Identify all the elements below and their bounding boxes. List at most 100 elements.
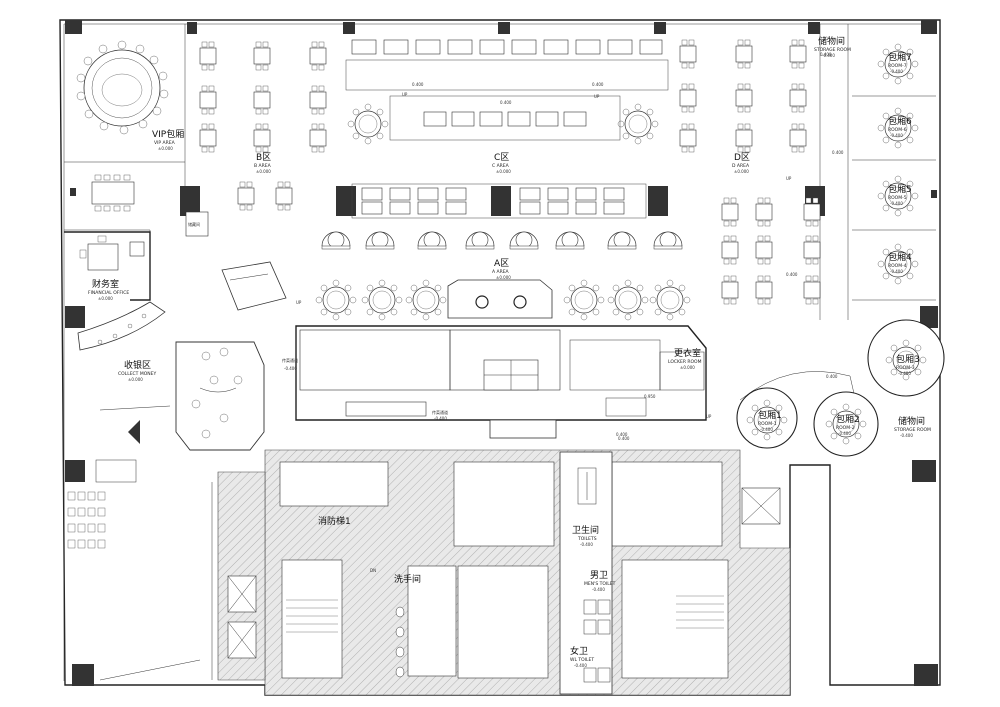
round-private-rooms: 包厢1 ROOM-1 -0.400 包厢2 ROOM-2 -0.400 包厢3 … — [736, 319, 945, 457]
service-core: 消防梯1 洗手间 DN — [217, 449, 791, 696]
c-area: 0.400 0.400 0.400 UP UP C区 C AREA ±0.000 — [345, 39, 669, 174]
a-area-elevation: ±0.000 — [496, 275, 511, 280]
storage-top-label-en: STORAGE ROOM — [814, 47, 851, 53]
room7-elevation: -0.400 — [890, 69, 903, 74]
locker-elevation: ±0.000 — [680, 365, 695, 370]
kitchen-a-elevation: -0.400 — [284, 366, 297, 371]
cashier-area: 收银区 COLLECT MONEY ±0.000 — [77, 261, 287, 451]
a-area-label-en: A AREA — [492, 269, 510, 275]
a-area-bar-seats — [361, 187, 625, 215]
d-area: D区 D AREA ±0.000 0.400 UP — [679, 39, 821, 305]
up-tag-3: UP — [786, 176, 792, 181]
mens-label-en: MEN'S TOILET — [584, 581, 616, 587]
c-area-top-booths — [351, 39, 663, 55]
up-tag-2: UP — [594, 94, 600, 99]
toilets-elevation: -0.400 — [580, 542, 593, 547]
vip-area: VIP包厢 VIP AREA ±0.000 — [64, 40, 185, 250]
financial-label-en: FINANCIAL OFFICE — [88, 290, 129, 296]
room4-label-en: ROOM-4 — [888, 263, 907, 269]
financial-label: 财务室 — [92, 278, 119, 290]
storage-top-elevation: -0.400 — [822, 53, 835, 58]
room4-label: 包厢4 — [888, 251, 912, 263]
kitchen-b-label: 传菜通道 — [432, 409, 448, 415]
dn-tag: DN — [370, 568, 376, 573]
entrance — [67, 405, 213, 681]
toilets-label-en: TOILETS — [577, 536, 597, 542]
up-tag-4: UP — [296, 300, 302, 305]
c-area-label-en: C AREA — [492, 163, 510, 169]
toilet-stalls — [395, 599, 611, 683]
a-area: A区 A AREA ±0.000 UP — [296, 183, 691, 321]
small-storage-label: 储藏间 — [188, 221, 200, 227]
room2-elevation: -0.400 — [838, 431, 851, 436]
room7-label: 包厢7 — [888, 51, 912, 63]
womens-elevation: -0.400 — [574, 663, 587, 668]
small-storage: 储藏间 — [185, 211, 209, 237]
d-area-lower-tables — [721, 197, 821, 305]
vip-elevation: ±0.000 — [158, 146, 173, 151]
exterior-walls — [59, 19, 941, 696]
locker-label-en: LOCKER ROOM — [668, 359, 702, 365]
d-area-label: D区 — [734, 152, 750, 163]
room4-elevation: -0.400 — [890, 269, 903, 274]
d-area-elevation: ±0.000 — [734, 169, 749, 174]
fire-stair-label: 消防梯1 — [318, 515, 351, 527]
round-elev: 0.400 — [826, 374, 838, 379]
stair-treads — [286, 595, 724, 633]
room3-elevation: -0.400 — [898, 371, 911, 376]
b-area-label-en: B AREA — [254, 163, 272, 169]
room6-label: 包厢6 — [888, 115, 912, 127]
room7-label-en: ROOM-7 — [888, 63, 907, 69]
vip-label: VIP包厢 — [152, 128, 184, 140]
elev-mark-8: 0.400 — [618, 436, 630, 441]
c-area-mid-tables — [423, 111, 587, 127]
room3-label-en: ROOM-3 — [896, 365, 915, 371]
room6-elevation: -0.400 — [890, 133, 903, 138]
waiting-chairs — [67, 491, 106, 549]
collect-elevation: ±0.000 — [128, 377, 143, 382]
kitchen-elev-2: 0.950 — [644, 394, 656, 399]
toilets-label: 卫生间 — [572, 524, 599, 536]
up-tag-1: UP — [402, 92, 408, 97]
mens-elevation: -0.400 — [592, 587, 605, 592]
c-elev-3: 0.400 — [592, 82, 604, 87]
d-area-label-en: D AREA — [732, 163, 750, 169]
toilets: 卫生间 TOILETS -0.400 男卫 MEN'S TOILET -0.40… — [395, 451, 616, 695]
private-rooms-column: 包厢7 ROOM-7 -0.400 包厢6 ROOM-6 -0.400 包厢5 … — [814, 35, 936, 301]
mens-label: 男卫 — [590, 570, 608, 581]
room5-label: 包厢5 — [888, 183, 912, 195]
room1-elevation: -0.400 — [760, 427, 773, 432]
up-tag-5: UP — [706, 414, 712, 419]
vip-chairs — [76, 40, 169, 135]
locker-label: 更衣室 — [674, 347, 701, 359]
storage-top-label: 储物间 — [818, 35, 845, 47]
c-elev-2: 0.400 — [500, 100, 512, 105]
financial-elevation: ±0.000 — [98, 296, 113, 301]
a-area-label: A区 — [494, 258, 509, 269]
room2-label: 包厢2 — [836, 413, 860, 425]
room3-label: 包厢3 — [896, 353, 920, 365]
womens-label-en: WL TOILET — [570, 657, 594, 663]
storage-right-label: 储物间 — [898, 415, 925, 427]
kitchen-elev: 0.400 — [616, 432, 628, 437]
c-area-label: C区 — [494, 152, 509, 163]
elev-mark-9: 0.400 — [820, 52, 832, 57]
wash-label: 洗手间 — [394, 573, 421, 585]
room5-label-en: ROOM-5 — [888, 195, 907, 201]
c-elev-1: 0.400 — [412, 82, 424, 87]
room6-label-en: ROOM-6 — [888, 127, 907, 133]
financial-office: 财务室 FINANCIAL OFFICE ±0.000 — [64, 231, 151, 301]
kitchen-b-elevation: -0.400 — [434, 416, 447, 421]
right-elev: 0.400 — [832, 150, 844, 155]
room2-label-en: ROOM-2 — [836, 425, 855, 431]
room1-label: 包厢1 — [758, 409, 782, 421]
b-area-elevation: ±0.000 — [256, 169, 271, 174]
collect-label: 收银区 — [124, 359, 151, 371]
b-area-tables: B区 B AREA ±0.000 — [199, 41, 327, 211]
vip-label-en: VIP AREA — [154, 140, 176, 146]
room1-label-en: ROOM-1 — [758, 421, 777, 427]
b-area-label: B区 — [256, 152, 271, 163]
room5-elevation: -0.400 — [890, 201, 903, 206]
storage-right-label-en: STORAGE ROOM — [894, 427, 931, 433]
